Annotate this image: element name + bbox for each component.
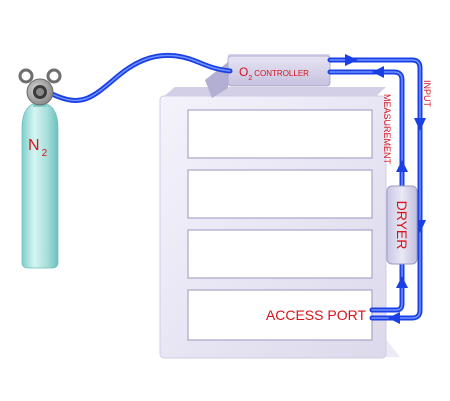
arrow-input-left bbox=[388, 312, 400, 324]
glovebox-cabinet: ACCESS PORT bbox=[159, 87, 400, 359]
dryer-label: DRYER bbox=[394, 201, 410, 250]
measurement-label: MEASUREMENT bbox=[382, 94, 392, 165]
cabinet-panel-1 bbox=[187, 109, 373, 159]
arrow-input-down-1 bbox=[414, 118, 426, 131]
arrow-input-right bbox=[345, 54, 358, 66]
dryer-body bbox=[386, 185, 418, 265]
arrow-measure-up-1 bbox=[396, 160, 408, 172]
access-port-panel bbox=[187, 289, 373, 341]
cylinder-body bbox=[21, 101, 59, 269]
svg-text:O2CONTROLLER: O2CONTROLLER bbox=[239, 65, 309, 82]
arrow-measure-left bbox=[372, 66, 384, 78]
controller-o-label: O bbox=[239, 65, 248, 79]
valve-icon bbox=[18, 68, 62, 106]
controller-o-subscript: 2 bbox=[248, 75, 252, 82]
arrow-measure-up-2 bbox=[396, 276, 408, 288]
dryer: DRYER bbox=[386, 185, 418, 265]
cylinder-gas-label: N bbox=[28, 137, 40, 154]
flow-arrows bbox=[345, 54, 426, 324]
tubing bbox=[49, 52, 423, 321]
controller-text: CONTROLLER bbox=[254, 69, 309, 78]
svg-text:N2: N2 bbox=[28, 137, 48, 159]
access-port-label: ACCESS PORT bbox=[266, 307, 367, 323]
input-label: INPUT bbox=[422, 80, 432, 108]
cabinet-panel-2 bbox=[187, 169, 373, 219]
cylinder-gas-subscript: 2 bbox=[42, 148, 48, 159]
cabinet-panel-3 bbox=[187, 229, 373, 279]
